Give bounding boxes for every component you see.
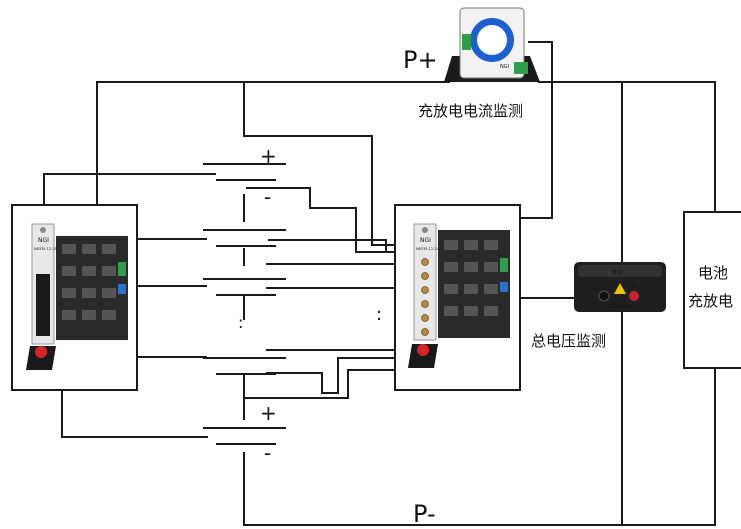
current-sensor-brand: NGI bbox=[500, 64, 509, 70]
right-card-green-connector bbox=[500, 258, 508, 272]
cell-ellipsis-mid: : bbox=[376, 304, 382, 325]
right-card-blue-connector bbox=[500, 282, 508, 292]
left-card-return bbox=[62, 390, 208, 437]
p-minus-label: P- bbox=[413, 500, 436, 528]
current-sensor-terminal-left bbox=[462, 34, 471, 50]
voltage-meter-hi-label: HI bbox=[631, 284, 636, 290]
left-measurement-card: NGI N8335.12-25 bbox=[12, 205, 137, 390]
left-card-screw bbox=[40, 227, 46, 233]
battery-box-label-line2: 充放电 bbox=[688, 292, 733, 310]
right-card-screw bbox=[422, 227, 428, 233]
voltage-meter-brand: NGI bbox=[612, 269, 623, 276]
right-card-brand: NGI bbox=[420, 237, 431, 244]
battery-box-label-line1: 电池 bbox=[698, 264, 728, 282]
voltage-meter-lo-label: LO bbox=[596, 286, 603, 292]
p-plus-bus-right bbox=[538, 82, 715, 212]
left-card-model: N8335.12-25 bbox=[34, 247, 57, 251]
left-card-connector-port bbox=[36, 274, 50, 336]
current-sensor-ring-inner bbox=[477, 25, 507, 55]
cell-plus-top: + bbox=[260, 144, 277, 168]
left-card-feed bbox=[44, 174, 216, 205]
right-card-ejector-button bbox=[417, 344, 429, 356]
cell-minus-top: - bbox=[264, 185, 271, 209]
right-card-tap bbox=[266, 358, 395, 393]
current-monitor-label: 充放电电流监测 bbox=[418, 102, 523, 120]
voltage-meter-lo-jack bbox=[599, 291, 609, 301]
current-sensor: NGI bbox=[444, 8, 540, 82]
p-minus-bus bbox=[244, 368, 715, 525]
voltage-meter: NGI LO HI 2100V MAX bbox=[574, 262, 666, 312]
current-sensor-terminal-right bbox=[514, 62, 528, 74]
right-measurement-card: NGI N8335.12-24 bbox=[395, 205, 520, 390]
left-card-blue-connector bbox=[118, 284, 126, 294]
cell-ellipsis-left: : bbox=[238, 313, 243, 332]
left-card-ejector-button bbox=[35, 346, 47, 358]
left-card-brand: NGI bbox=[38, 237, 49, 244]
p-plus-label: P+ bbox=[403, 46, 438, 74]
cell-plus-bottom: + bbox=[260, 401, 277, 425]
right-card-model: N8335.12-24 bbox=[416, 247, 440, 251]
voltage-meter-hi-jack bbox=[629, 291, 639, 301]
voltage-meter-rating: 2100V MAX bbox=[608, 304, 631, 309]
cell-minus-bottom: - bbox=[264, 441, 271, 465]
right-card-tap bbox=[268, 240, 386, 252]
battery-charge-discharge-box bbox=[684, 212, 741, 368]
left-card-green-connector bbox=[118, 262, 126, 276]
total-voltage-monitor-label: 总电压监测 bbox=[531, 332, 606, 350]
